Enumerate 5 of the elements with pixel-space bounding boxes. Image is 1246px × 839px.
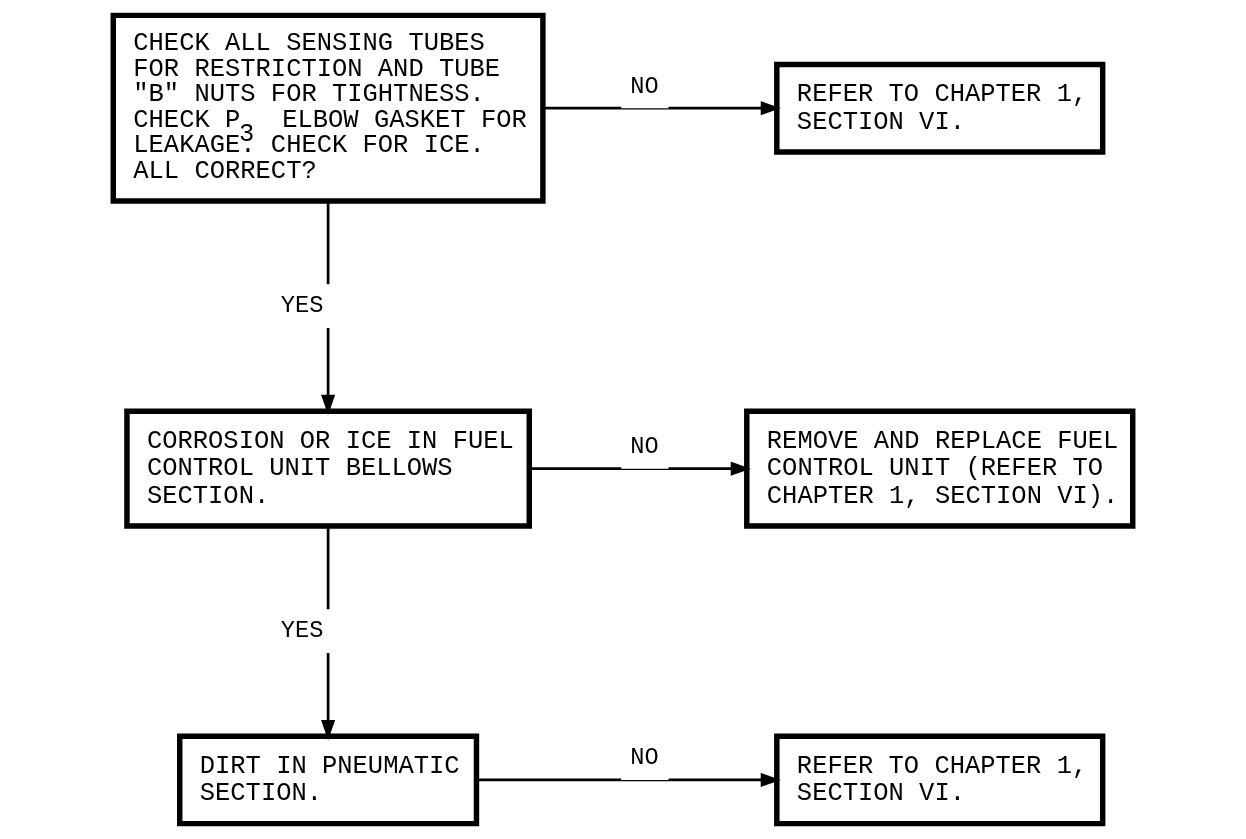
edge-label: YES	[280, 292, 324, 320]
edge-label: NO	[630, 72, 659, 100]
edge-label: YES	[280, 617, 324, 645]
edge-label: NO	[630, 433, 659, 460]
edge-label: NO	[630, 744, 659, 772]
